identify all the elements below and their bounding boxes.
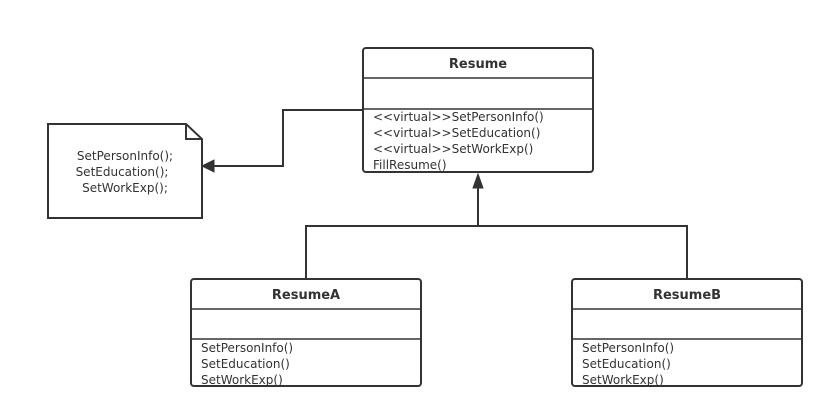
note-connector-line bbox=[212, 109, 363, 167]
class-resume-a-operation: SetPersonInfo() bbox=[201, 341, 293, 355]
class-resume[interactable]: Resume <<virtual>>SetPersonInfo() <<virt… bbox=[362, 47, 594, 173]
class-resume-b[interactable]: ResumeB SetPersonInfo() SetEducation() S… bbox=[571, 278, 803, 387]
class-resume-a-operation: SetWorkExp() bbox=[201, 373, 283, 387]
note-connector-arrowhead bbox=[200, 159, 215, 173]
class-resume-b-box bbox=[571, 278, 803, 387]
class-resume-box bbox=[362, 47, 594, 173]
note[interactable]: SetPersonInfo(); SetEducation(); SetWork… bbox=[47, 123, 203, 219]
class-resume-b-name: ResumeB bbox=[653, 288, 721, 303]
note-fold bbox=[185, 124, 202, 140]
note-connector bbox=[200, 109, 363, 173]
class-resume-b-operation: SetWorkExp() bbox=[582, 373, 664, 387]
note-line: SetWorkExp(); bbox=[82, 181, 168, 195]
class-resume-a-box bbox=[190, 278, 422, 387]
class-resume-a-name: ResumeA bbox=[272, 288, 340, 303]
class-resume-operation: <<virtual>>SetPersonInfo() bbox=[373, 110, 544, 124]
class-resume-b-operation: SetEducation() bbox=[582, 357, 671, 371]
class-resume-name: Resume bbox=[449, 57, 507, 72]
note-line: SetPersonInfo(); bbox=[77, 149, 173, 163]
class-resume-operation: FillResume() bbox=[373, 158, 447, 172]
note-line: SetEducation(); bbox=[76, 165, 169, 179]
generalization-edges bbox=[305, 172, 688, 279]
note-shape bbox=[47, 123, 203, 219]
class-resume-b-operation: SetPersonInfo() bbox=[582, 341, 674, 355]
inheritance-arrowhead bbox=[472, 172, 484, 189]
inheritance-line-branches bbox=[305, 225, 688, 279]
class-resume-a-operation: SetEducation() bbox=[201, 357, 290, 371]
class-resume-operation: <<virtual>>SetEducation() bbox=[373, 126, 540, 140]
class-resume-a[interactable]: ResumeA SetPersonInfo() SetEducation() S… bbox=[190, 278, 422, 387]
class-resume-operation: <<virtual>>SetWorkExp() bbox=[373, 142, 533, 156]
